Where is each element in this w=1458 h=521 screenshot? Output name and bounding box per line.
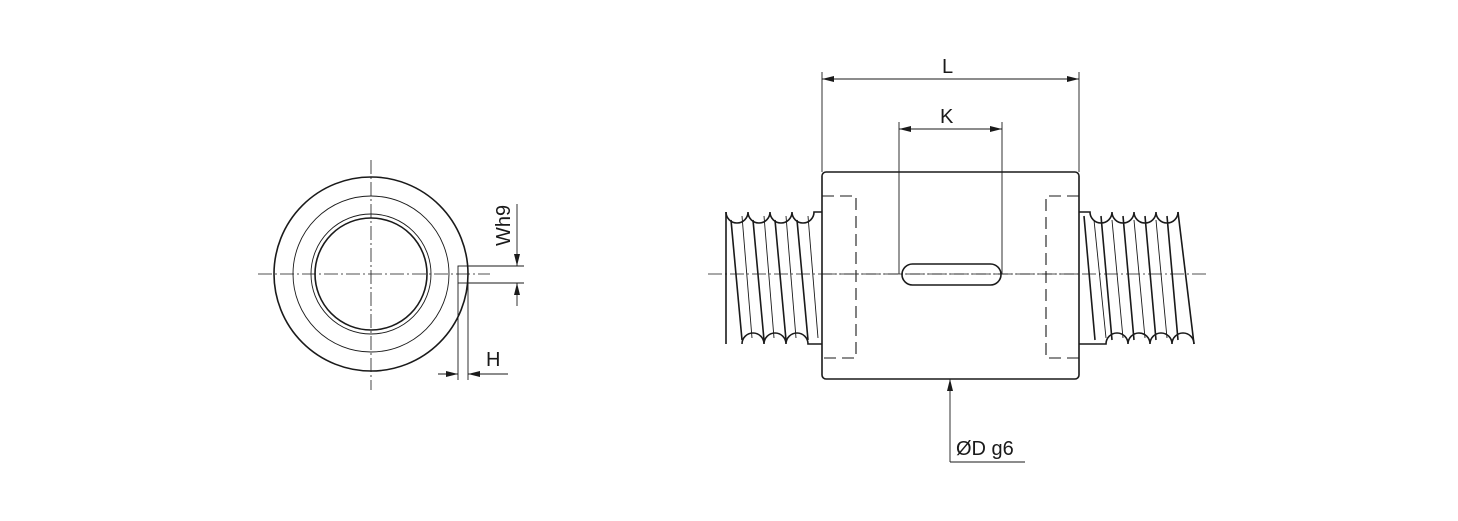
nut-hidden-bore-right	[1045, 195, 1079, 359]
h-label: H	[486, 349, 500, 371]
h-arrow-right	[468, 371, 480, 377]
nut-hidden-bore-left	[822, 195, 857, 359]
right-screw-thread	[1079, 211, 1195, 345]
thread-root-circle	[310, 213, 432, 335]
diameter-label: ØD g6	[956, 438, 1014, 460]
k-label: K	[940, 106, 954, 128]
end-view: Wh9 H	[258, 160, 524, 390]
right-thread-helix	[1166, 215, 1179, 341]
k-arrow-right	[990, 126, 1002, 132]
left-thread-helix	[741, 215, 753, 339]
right-screw-end-face	[1177, 211, 1195, 345]
right-thread-helix	[1144, 215, 1157, 341]
left-thread-helix	[774, 219, 787, 341]
left-thread-helix	[785, 215, 797, 339]
left-thread-helix	[763, 215, 775, 339]
right-thread-helix	[1122, 215, 1135, 341]
keyway-notch	[457, 265, 469, 284]
keyway-slot	[901, 263, 1002, 286]
h-arrow-left	[446, 371, 458, 377]
right-thread-helix	[1111, 219, 1124, 339]
left-thread-helix	[730, 219, 743, 341]
k-arrow-left	[899, 126, 911, 132]
side-view: L K ØD g6	[708, 56, 1208, 463]
wh9-label: Wh9	[493, 205, 515, 246]
left-thread-helix	[807, 215, 819, 339]
right-thread-helix	[1093, 219, 1107, 339]
l-label: L	[942, 56, 953, 78]
left-screw-top-profile	[725, 211, 822, 224]
wh9-arrow-bottom	[514, 283, 520, 295]
nut-bore-circle	[314, 217, 428, 331]
left-thread-helix	[752, 219, 765, 341]
right-thread-helix	[1100, 215, 1113, 341]
left-screw-bottom-profile	[741, 332, 822, 345]
l-arrow-right	[1067, 76, 1079, 82]
diameter-arrow	[947, 379, 953, 391]
right-screw-top-profile	[1079, 211, 1179, 224]
right-thread-helix	[1133, 219, 1146, 339]
l-arrow-left	[822, 76, 834, 82]
right-thread-helix	[1083, 215, 1096, 341]
nut-body	[821, 171, 1080, 380]
left-screw-thread	[725, 211, 822, 345]
wh9-arrow-top	[514, 254, 520, 266]
nut-chamfer-circle	[292, 195, 450, 353]
right-thread-helix	[1155, 219, 1168, 339]
right-screw-bottom-profile	[1079, 332, 1195, 345]
left-thread-helix	[796, 219, 809, 341]
